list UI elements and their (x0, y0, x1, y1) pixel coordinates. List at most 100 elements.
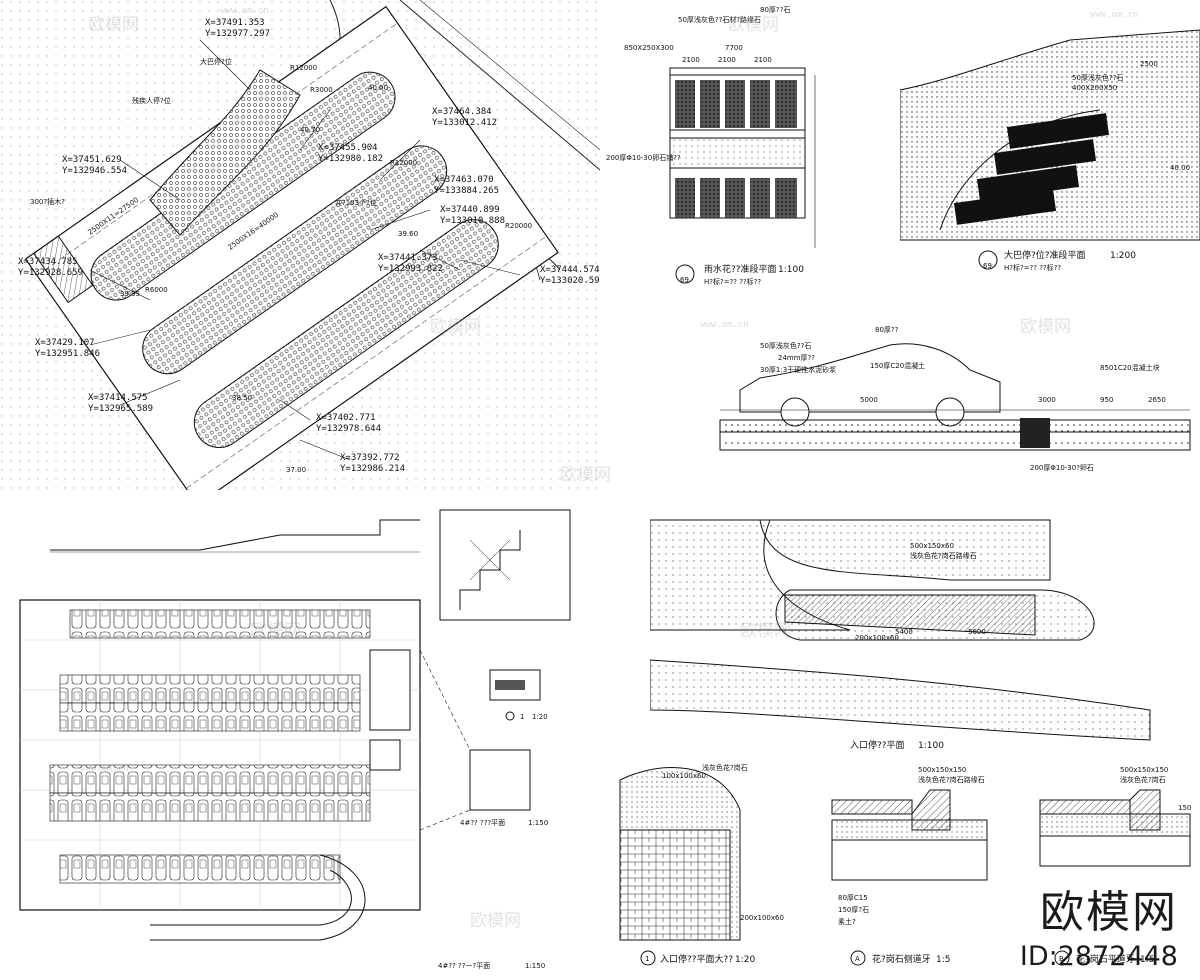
car-note-2: 50厚浅灰色??石 (760, 341, 811, 350)
detail-scale: 1:150 (528, 819, 548, 827)
coord-1-y: Y=132977.297 (205, 29, 270, 39)
coord-4-x: X=37451.629 (62, 155, 122, 165)
car-dim-4: 2650 (1148, 396, 1166, 404)
label-elev-3700: 37.00 (286, 466, 306, 474)
bus-stop-plan: 50厚浅灰色??石 400X200X50 2500 40.00 69 大巴停?位… (900, 0, 1200, 320)
coord-12-x: X=37402.771 (316, 413, 376, 423)
label-elev-4000: 40.00 (368, 84, 388, 92)
coord-4-y: Y=132946.554 (62, 166, 127, 176)
car-note-1: 80厚?? (875, 326, 899, 334)
d1-ref: 1 (645, 955, 649, 963)
car-note-5: 30厚1:3干硬性水泥砂浆 (760, 365, 836, 374)
bus-scale: 1:200 (1110, 251, 1136, 261)
car-note-3: 24mm厚?? (778, 354, 815, 362)
garage-scale: 1:150 (525, 962, 545, 970)
rg-dim-total: 7700 (725, 44, 743, 52)
rg-subtitle: H?标?=?? ??标?? (704, 277, 761, 286)
db-note-3: 150 (1178, 804, 1191, 812)
detail-b: 500x150x150 浅灰色花?岗石 150 B 花?岗石平道牙 1:5 (1039, 766, 1191, 966)
da-note-1: 500x150x150 (918, 766, 966, 774)
car-outline (739, 343, 1001, 413)
d1-note-3: 200x100x60 (740, 914, 784, 922)
entrance-plan: 500x150x60 浅灰色花?岗石路缘石 200x100x60 5400 56… (650, 510, 1200, 750)
site-plan-drawing: X=37491.353 Y=132977.297 X=37464.384 Y=1… (0, 0, 600, 490)
label-elev-4070: 40.70 (300, 126, 320, 134)
coord-11-x: X=37414.575 (88, 393, 148, 403)
bus-note-1: 50厚浅灰色??石 (1072, 73, 1123, 82)
brand-logo: 欧模网 (1040, 887, 1178, 938)
parking-garage-drawing: 1 1:20 4#?? ???平面 1:150 4#?? ??一?平面 1:15… (19, 509, 571, 970)
rain-garden-blocks-top (675, 80, 797, 128)
bus-subtitle: H?标?=?? ??标?? (1004, 263, 1061, 272)
db-ref-circle (1054, 950, 1070, 966)
car-note-6: 8501C20混凝土块 (1100, 363, 1160, 372)
rg-note-3: 850X250X300 (624, 44, 674, 52)
car-section-drawing: 80厚?? 50厚浅灰色??石 24mm厚?? 150厚C20混凝土 30厚1:… (719, 326, 1191, 472)
coord-10-y: Y=132951.846 (35, 349, 100, 359)
coord-6-x: X=37440.899 (440, 205, 500, 215)
bus-note-4: 40.00 (1170, 164, 1190, 172)
coord-5-y: Y=133884.265 (434, 186, 499, 196)
d1-scale: 1:20 (735, 955, 755, 965)
label-r6000: R6000 (145, 286, 168, 294)
label-accessible: 残疾人停?位 (132, 96, 171, 105)
db-ref: B (1059, 955, 1064, 963)
rain-garden-drawing: 50厚浅灰色??石材?路缘石 80厚??石 850X250X300 200厚Φ1… (606, 6, 816, 286)
bus-ref: 69 (983, 262, 992, 270)
da-title: 花?岗石侧道牙 (872, 953, 931, 965)
car-section: 80厚?? 50厚浅灰色??石 24mm厚?? 150厚C20混凝土 30厚1:… (700, 320, 1200, 490)
ent-dim-1: 5400 (895, 628, 913, 636)
coord-3-y: Y=132980.182 (318, 154, 383, 164)
da-note-4: 150厚?石 (838, 906, 869, 914)
car-note-7: 200厚Φ10-30?卵石 (1030, 463, 1094, 472)
details-drawing: 100x100x60 浅灰色花?岗石 200x100x60 1 入口停??平面大… (619, 763, 1191, 966)
coord-7-y: Y=132928.659 (18, 268, 83, 278)
car-dim-2: 3000 (1038, 396, 1056, 404)
bus-ref-circle (978, 250, 998, 270)
da-ref: A (855, 955, 860, 963)
coord-9-y: Y=133020.597 (540, 276, 600, 286)
detail-a: 500x150x150 浅灰色花?岗石路缘石 80厚C15 150厚?石 素土?… (831, 766, 988, 966)
entrance-drawing: 500x150x60 浅灰色花?岗石路缘石 200x100x60 5400 56… (650, 519, 1151, 750)
coord-5-x: X=37463.070 (434, 175, 494, 185)
d1-note-2: 浅灰色花?岗石 (702, 763, 748, 772)
details-row: 100x100x60 浅灰色花?岗石 200x100x60 1 入口停??平面大… (600, 750, 1200, 980)
rg-ref-circle (675, 264, 695, 284)
section-ref: 1 (520, 713, 524, 721)
rg-dim-3: 2100 (754, 56, 772, 64)
coord-8-x: X=37441.373 (378, 253, 438, 263)
da-note-2: 浅灰色花?岗石路缘石 (918, 775, 985, 784)
da-scale: 1:5 (936, 955, 950, 965)
bus-note-3: 2500 (1140, 60, 1158, 68)
db-scale: 1:5 (1140, 955, 1154, 965)
da-ref-circle (850, 950, 866, 966)
coord-13-y: Y=132986.214 (340, 464, 405, 474)
garage-title: 4#?? ??一?平面 (438, 962, 490, 970)
db-title: 花?岗石平道牙 (1076, 953, 1135, 965)
label-bus-stop: 大巴停?位 (200, 57, 232, 66)
entrance-title: 入口停??平面 (850, 739, 905, 750)
db-note-2: 浅灰色花?岗石 (1120, 775, 1166, 784)
car-dim-3: 950 (1100, 396, 1113, 404)
ent-note-2: 浅灰色花?岗石路缘石 (910, 551, 977, 560)
ent-dim-2: 5600 (968, 628, 986, 636)
db-note-1: 500x150x150 (1120, 766, 1168, 774)
label-elev-3850: 38.50 (232, 394, 252, 402)
rg-note-2: 80厚??石 (760, 6, 790, 14)
rg-note-1: 50厚浅灰色??石材?路缘石 (678, 15, 761, 24)
label-spaces: 共?103个?位 (335, 198, 377, 207)
section-scale: 1:20 (532, 713, 548, 721)
car-dim-1: 5000 (860, 396, 878, 404)
da-note-5: 素土? (838, 917, 856, 926)
rg-ref: 69 (680, 276, 689, 284)
label-r20000: R20000 (505, 222, 532, 230)
detail-1: 100x100x60 浅灰色花?岗石 200x100x60 1 入口停??平面大… (619, 763, 784, 966)
coord-8-y: Y=132993.822 (378, 264, 443, 274)
coord-1-x: X=37491.353 (205, 18, 265, 28)
rain-garden-plan: 50厚浅灰色??石材?路缘石 80厚??石 850X250X300 200厚Φ1… (600, 0, 900, 320)
bus-stop-drawing: 50厚浅灰色??石 400X200X50 2500 40.00 69 大巴停?位… (900, 29, 1200, 272)
rg-dim-2: 2100 (718, 56, 736, 64)
coord-3-x: X=37455.904 (318, 143, 378, 153)
coord-12-y: Y=132978.644 (316, 424, 381, 434)
bus-title: 大巴停?位?准段平面 (1004, 249, 1086, 261)
